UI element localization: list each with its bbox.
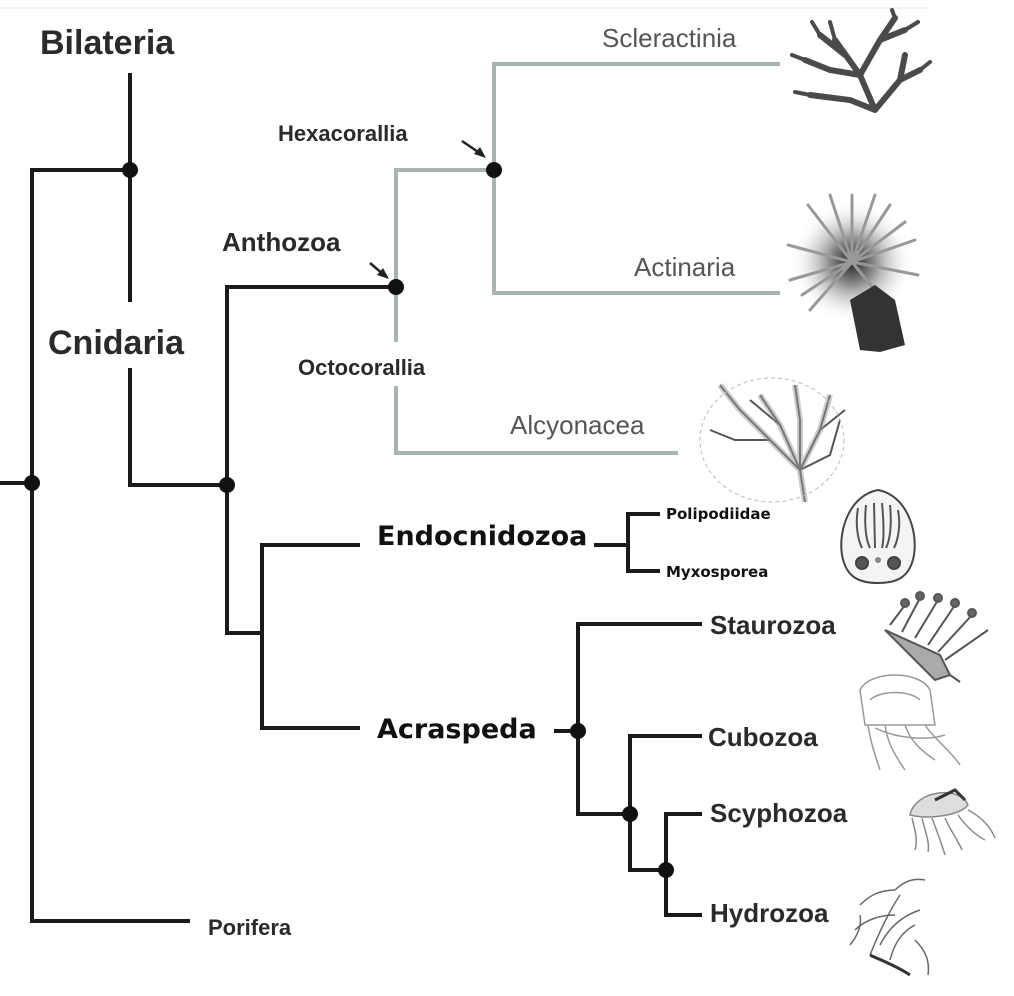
coral-illustration	[790, 8, 932, 113]
hydrozoan-illustration	[849, 878, 930, 977]
arrows	[369, 139, 486, 279]
acraspeda-node	[570, 723, 586, 739]
stalked-jellyfish-illustration	[884, 591, 989, 683]
label-anthozoa: Anthozoa	[222, 227, 341, 257]
myxosporean-spore-illustration	[840, 488, 916, 585]
eumetazoa-node	[122, 162, 138, 178]
anthozoa-node	[388, 279, 404, 295]
nodes	[24, 162, 674, 878]
label-scleractinia: Scleractinia	[602, 23, 737, 53]
label-actinaria: Actinaria	[634, 252, 736, 282]
label-alcyonacea: Alcyonacea	[510, 410, 645, 440]
label-cubozoa: Cubozoa	[708, 722, 818, 752]
label-hydrozoa: Hydrozoa	[710, 898, 829, 928]
cnidaria-node	[219, 477, 235, 493]
hexacorallia-node	[486, 162, 502, 178]
label-myxosporea: Myxosporea	[666, 563, 768, 581]
scyphozoa-jellyfish-illustration	[909, 788, 996, 856]
label-endocnidozoa: Endocnidozoa	[377, 521, 587, 552]
labels: Bilateria Cnidaria Anthozoa Hexacorallia…	[40, 23, 848, 940]
grey-branches	[394, 62, 780, 455]
root-node	[24, 475, 40, 491]
label-porifera: Porifera	[208, 915, 292, 940]
hexacorallia-arrowhead	[474, 147, 486, 158]
label-bilateria: Bilateria	[40, 24, 175, 62]
black-branches	[0, 73, 702, 923]
sea-anemone-illustration	[786, 193, 920, 352]
label-scyphozoa: Scyphozoa	[710, 798, 848, 828]
scypho-hydro-node	[658, 862, 674, 878]
label-hexacorallia: Hexacorallia	[278, 121, 408, 146]
box-jellyfish-illustration	[859, 674, 961, 771]
label-acraspeda: Acraspeda	[377, 714, 537, 745]
label-octocorallia: Octocorallia	[298, 355, 426, 380]
cubozoa-node	[622, 806, 638, 822]
label-polipodiidae: Polipodiidae	[666, 505, 771, 523]
anthozoa-arrowhead	[377, 268, 389, 279]
label-cnidaria: Cnidaria	[48, 324, 185, 362]
label-staurozoa: Staurozoa	[710, 610, 836, 640]
soft-coral-illustration	[699, 377, 846, 503]
